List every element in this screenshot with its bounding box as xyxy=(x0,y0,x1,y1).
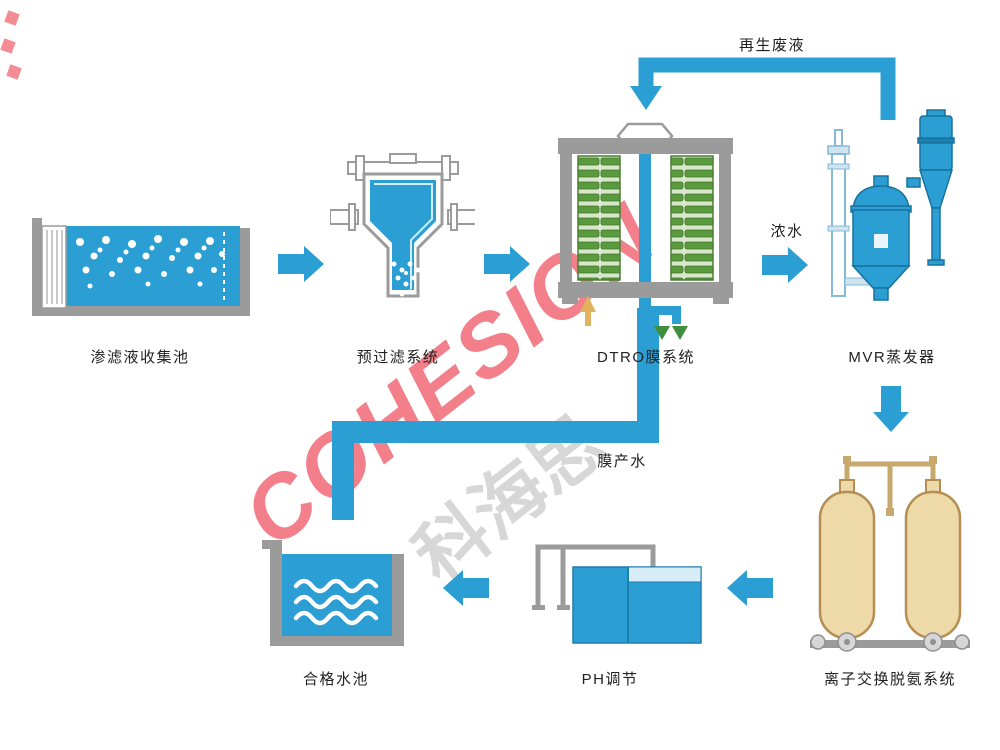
ion-exchange-figure xyxy=(810,456,970,652)
prefilter-figure xyxy=(330,153,475,298)
concentrate-label: 浓水 xyxy=(770,223,804,240)
leachate-pool-figure xyxy=(32,218,250,316)
flow-arrow-left-1 xyxy=(727,570,773,606)
vessel-window xyxy=(874,234,888,248)
ion-column-left xyxy=(818,490,876,640)
vessel-inner-line xyxy=(374,183,433,289)
ph-tank-lid xyxy=(627,566,702,583)
flow-arrow-right-1 xyxy=(278,246,324,282)
pool-wall-right xyxy=(392,554,404,646)
inlet-grating xyxy=(41,225,67,309)
pipe-foot xyxy=(557,605,570,610)
top-pipe xyxy=(347,153,459,181)
pool-floor xyxy=(270,636,404,646)
flow-direction-arrows xyxy=(580,296,688,340)
watermark-fragment xyxy=(6,64,22,80)
base-pipe xyxy=(810,640,970,648)
ion-exchange-label: 离子交换脱氨系统 xyxy=(823,671,957,688)
regen-waste-pipe xyxy=(630,57,896,120)
manifold-piping xyxy=(844,461,936,512)
membrane-product-pipe xyxy=(332,308,659,520)
mvr-figure xyxy=(827,109,955,301)
dosing-pipes xyxy=(535,544,656,605)
bottom-piping xyxy=(651,306,681,324)
side-nozzles xyxy=(330,203,475,231)
filter-media-dots xyxy=(391,261,421,297)
distillation-column xyxy=(827,129,875,297)
flow-arrow-left-2 xyxy=(443,570,489,606)
pool-wall-right xyxy=(240,228,250,316)
ph-adjust-figure xyxy=(532,544,702,644)
regen-waste-label: 再生废液 xyxy=(738,37,806,54)
bubbles xyxy=(76,235,225,289)
pool-floor xyxy=(32,306,250,316)
membrane-stack-right xyxy=(670,155,714,281)
pipe-foot xyxy=(532,605,545,610)
ion-column-right xyxy=(904,490,962,640)
dtro-figure xyxy=(558,122,733,350)
pool-wall-left xyxy=(32,218,42,316)
watermark-fragment xyxy=(0,38,16,54)
ph-adjust-label: PH调节 xyxy=(581,671,639,688)
membrane-product-label: 膜产水 xyxy=(597,453,647,470)
frame xyxy=(558,138,733,304)
mvr-label: MVR蒸发器 xyxy=(848,349,936,366)
center-pipe xyxy=(639,150,651,350)
base-flanges xyxy=(810,632,970,652)
qualified-pool-label: 合格水池 xyxy=(302,671,370,688)
flow-arrow-down-1 xyxy=(873,386,909,432)
pool-wall-left xyxy=(270,540,282,646)
valves xyxy=(843,456,937,516)
membrane-stack-left xyxy=(577,155,621,281)
dtro-label: DTRO膜系统 xyxy=(597,349,695,366)
cyclone-separator xyxy=(906,109,955,266)
vessel-liquid xyxy=(370,180,436,290)
leachate-pool-label: 渗滤液收集池 xyxy=(90,349,190,366)
flow-arrow-right-3 xyxy=(762,247,808,283)
qualified-pool-figure xyxy=(262,540,404,646)
watermark-fragment xyxy=(4,10,20,26)
flow-arrow-right-2 xyxy=(484,246,530,282)
wave-lines xyxy=(293,578,379,626)
prefilter-label: 预过滤系统 xyxy=(356,349,440,366)
